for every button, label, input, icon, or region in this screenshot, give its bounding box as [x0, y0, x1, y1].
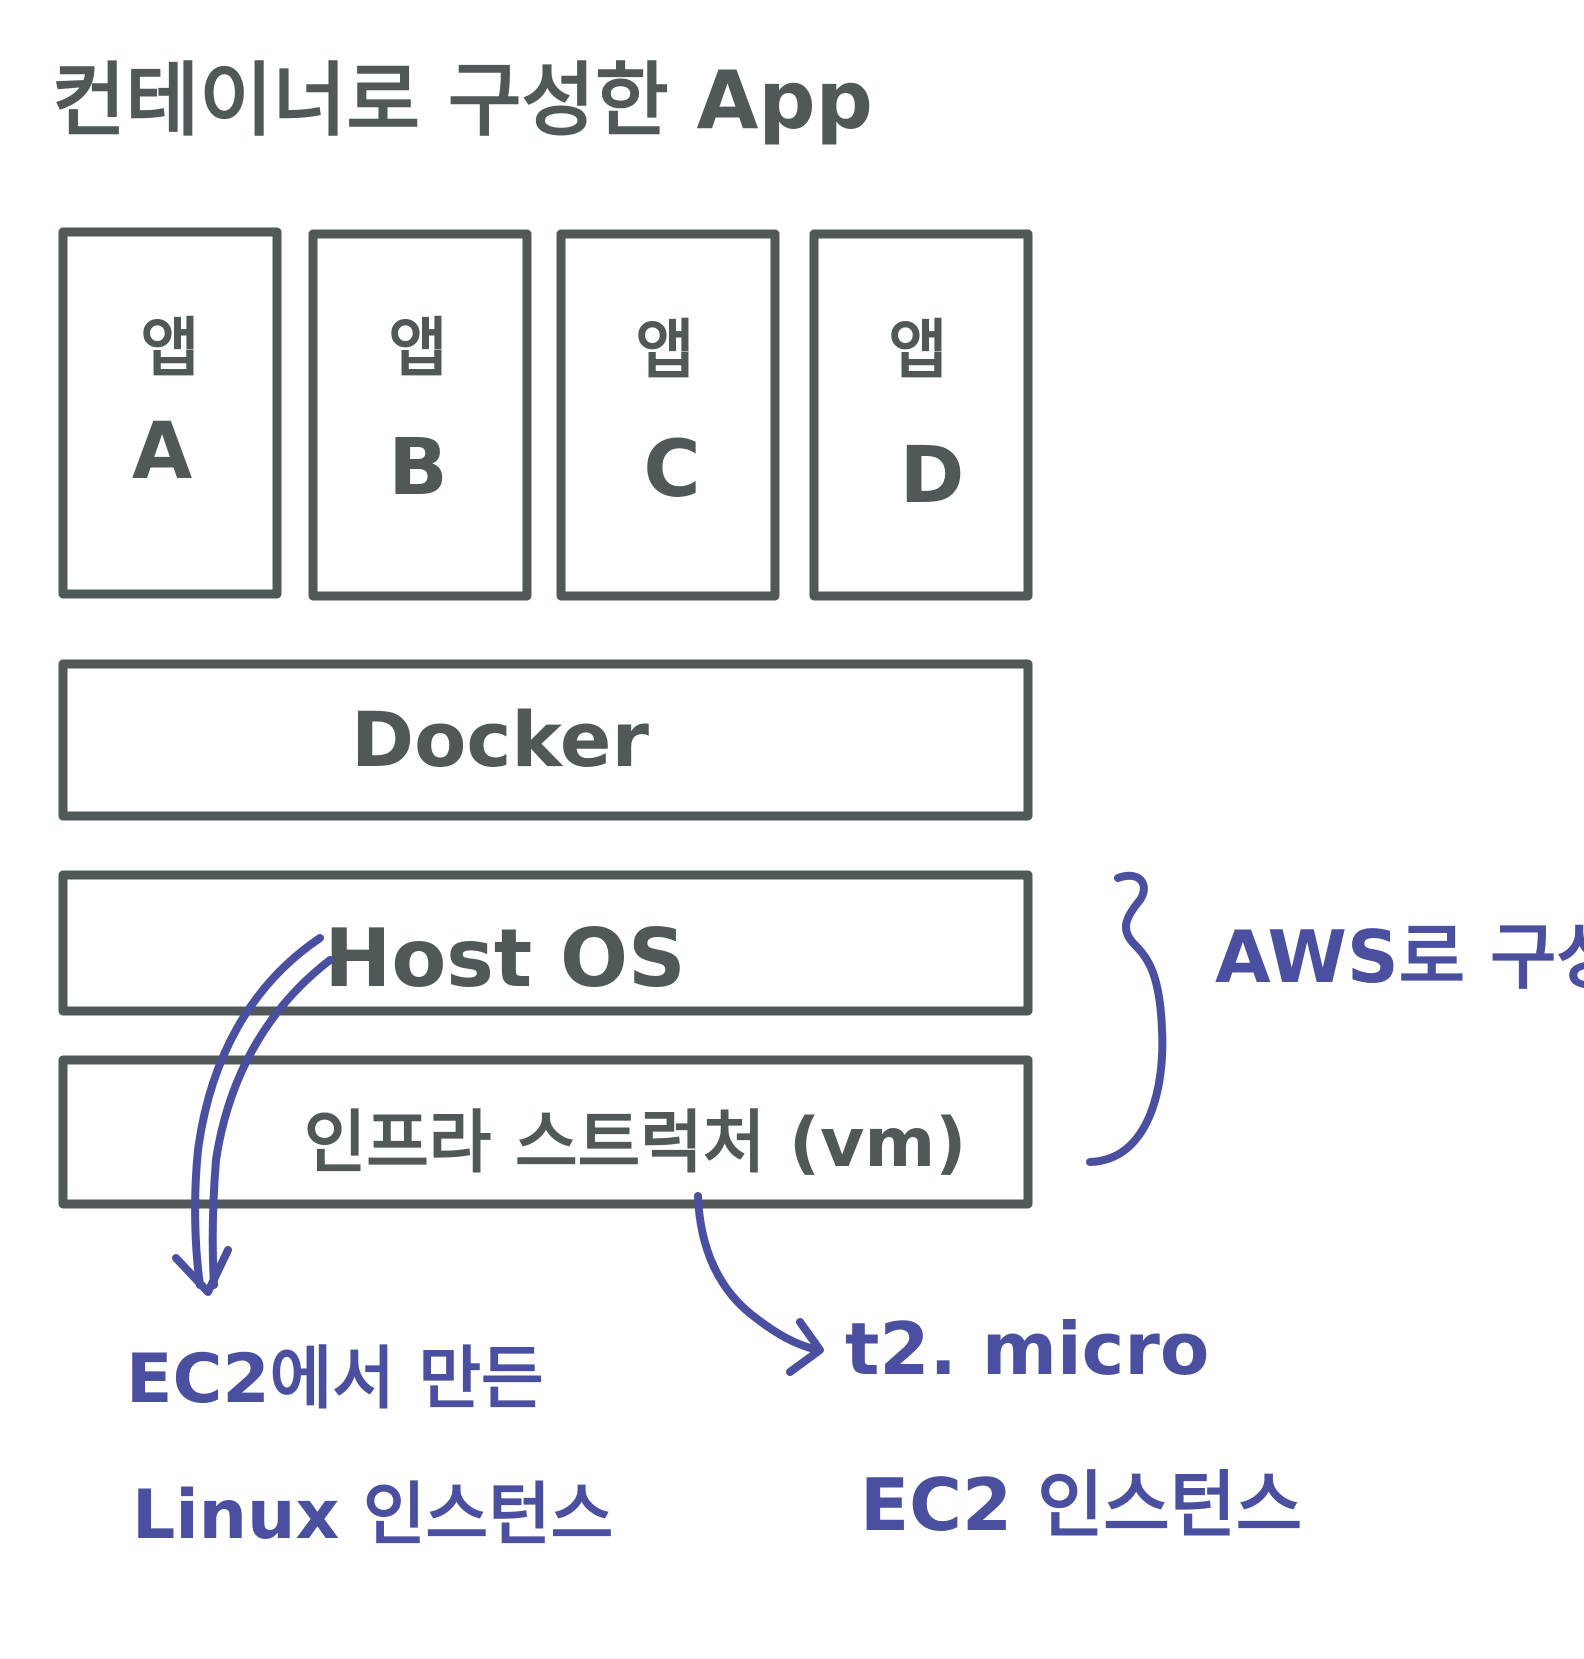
app-box-c-letter: C: [643, 425, 700, 515]
docker-layer-frame: [58, 659, 1033, 821]
host-os-layer: Host OS: [58, 870, 1033, 1016]
app-box-c: 앱 C: [556, 229, 780, 601]
app-box-d-frame: [809, 229, 1033, 601]
app-box-a: 앱 A: [58, 227, 282, 599]
host-os-arrow-line-outer: [191, 934, 324, 1289]
app-box-b: 앱 B: [308, 229, 532, 601]
t2-micro-line1: t2. micro: [845, 1307, 1209, 1391]
host-os-arrow-head: [172, 1246, 232, 1296]
host-os-layer-frame: [58, 870, 1033, 1016]
app-box-c-frame: [556, 229, 780, 601]
app-box-b-letter: B: [388, 423, 447, 513]
infrastructure-layer-label: 인프라 스트럭처 (vm): [304, 1104, 967, 1183]
app-box-a-frame: [58, 227, 282, 599]
app-box-a-letter: A: [132, 407, 192, 497]
diagram-title: 컨테이너로 구성한 App: [52, 54, 873, 147]
infrastructure-layer: 인프라 스트럭처 (vm): [58, 1055, 1033, 1209]
host-os-arrow-line-inner: [208, 956, 334, 1289]
app-box-b-frame: [308, 229, 532, 601]
ec2-linux-line1: EC2에서 만든: [126, 1340, 544, 1419]
host-os-layer-label: Host OS: [324, 912, 685, 1005]
docker-layer: Docker: [58, 659, 1033, 821]
infra-arrow-head: [786, 1318, 824, 1376]
infrastructure-layer-frame: [58, 1055, 1033, 1209]
aws-annotation: AWS로 구성: [1215, 915, 1584, 999]
app-box-d-letter: D: [900, 431, 965, 521]
docker-layer-label: Docker: [351, 695, 649, 784]
app-box-c-label: 앱: [636, 314, 695, 388]
app-box-b-label: 앱: [389, 312, 448, 386]
ec2-linux-line2: Linux 인스턴스: [132, 1476, 613, 1555]
app-box-d-label: 앱: [889, 314, 948, 388]
app-box-a-label: 앱: [141, 312, 200, 386]
infra-arrow-line: [694, 1192, 822, 1354]
app-box-d: 앱 D: [809, 229, 1033, 601]
aws-brace: [1086, 871, 1167, 1166]
t2-micro-line2: EC2 인스턴스: [860, 1463, 1302, 1547]
